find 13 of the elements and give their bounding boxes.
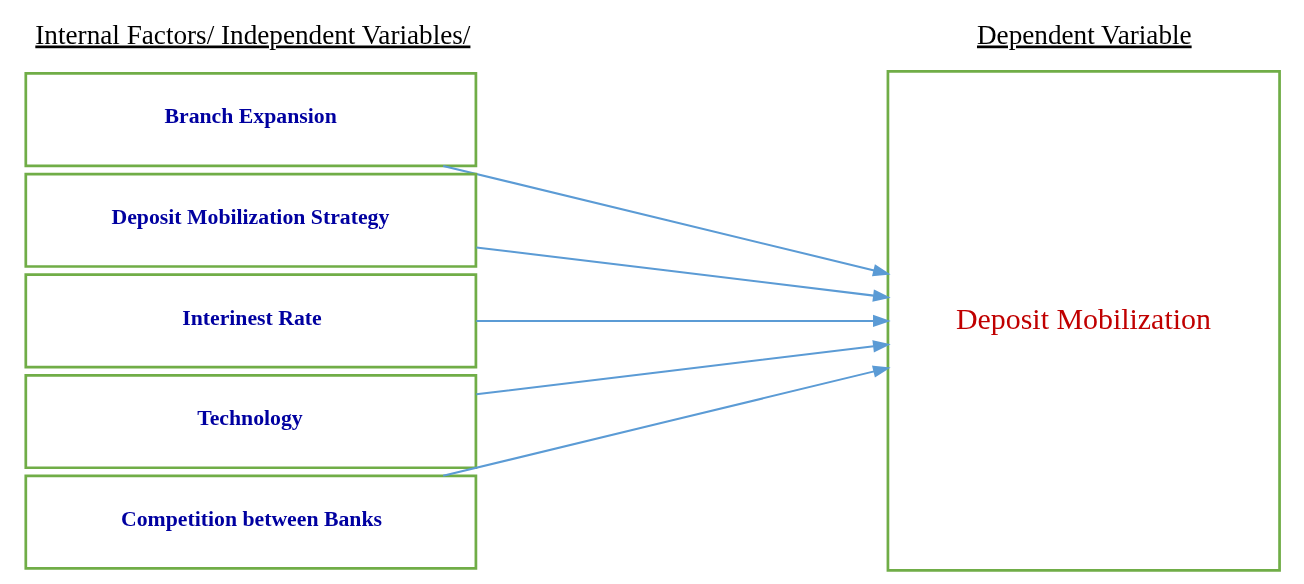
arrow bbox=[442, 164, 891, 277]
label: Internal Factors/ Independent Variables/ bbox=[35, 19, 471, 50]
node-box: Deposit Mobilization Strategy bbox=[24, 172, 478, 268]
node-box: Interinest Rate bbox=[24, 273, 478, 369]
arrow bbox=[476, 340, 891, 396]
node-box: Technology bbox=[24, 373, 478, 470]
node-box: Branch Expansion bbox=[24, 72, 478, 168]
arrow bbox=[476, 246, 891, 302]
node-box: Deposit Mobilization bbox=[886, 70, 1281, 572]
arrow bbox=[442, 365, 891, 477]
label: Dependent Variable bbox=[977, 19, 1192, 50]
arrow bbox=[476, 314, 891, 328]
node-box: Competition between Banks bbox=[24, 474, 478, 570]
